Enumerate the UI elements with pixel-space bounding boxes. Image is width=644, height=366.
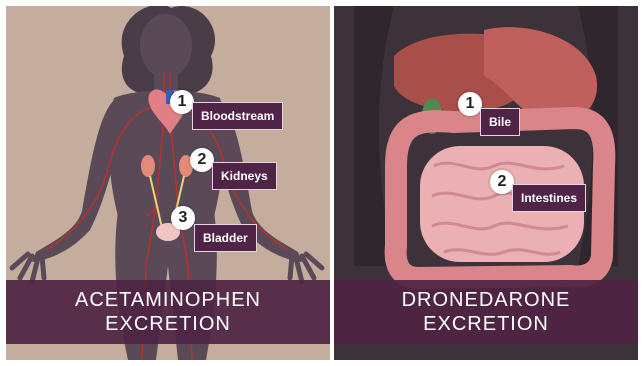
bile-label: Bile: [480, 108, 520, 136]
kidneys-label: Kidneys: [212, 162, 277, 190]
left-hand-shape: [12, 254, 44, 282]
right-hand-shape: [290, 254, 322, 282]
dronedarone-title-line1: DRONEDARONE: [334, 288, 638, 312]
step-3-badge: 3: [171, 206, 195, 230]
head-shape: [140, 14, 192, 78]
step-1-badge: 1: [170, 90, 194, 114]
step-2-badge: 2: [190, 148, 214, 172]
step-2-badge: 2: [490, 170, 514, 194]
left-arm-shape: [32, 100, 120, 262]
intestines-label: Intestines: [512, 184, 586, 212]
left-kidney: [141, 155, 155, 177]
acetaminophen-title-line1: ACETAMINOPHEN: [6, 288, 330, 312]
step-1-badge: 1: [458, 92, 482, 116]
dronedarone-panel: 1 Bile 2 Intestines DRONEDARONE EXCRETIO…: [334, 6, 638, 360]
dronedarone-title-line2: EXCRETION: [334, 312, 638, 336]
acetaminophen-title-banner: ACETAMINOPHEN EXCRETION: [6, 280, 330, 344]
dronedarone-title-banner: DRONEDARONE EXCRETION: [334, 280, 638, 344]
bloodstream-label: Bloodstream: [192, 102, 283, 130]
acetaminophen-panel: 1 Bloodstream 2 Kidneys 3 Bladder ACETAM…: [6, 6, 330, 360]
acetaminophen-title-line2: EXCRETION: [6, 312, 330, 336]
bladder-label: Bladder: [194, 224, 257, 252]
